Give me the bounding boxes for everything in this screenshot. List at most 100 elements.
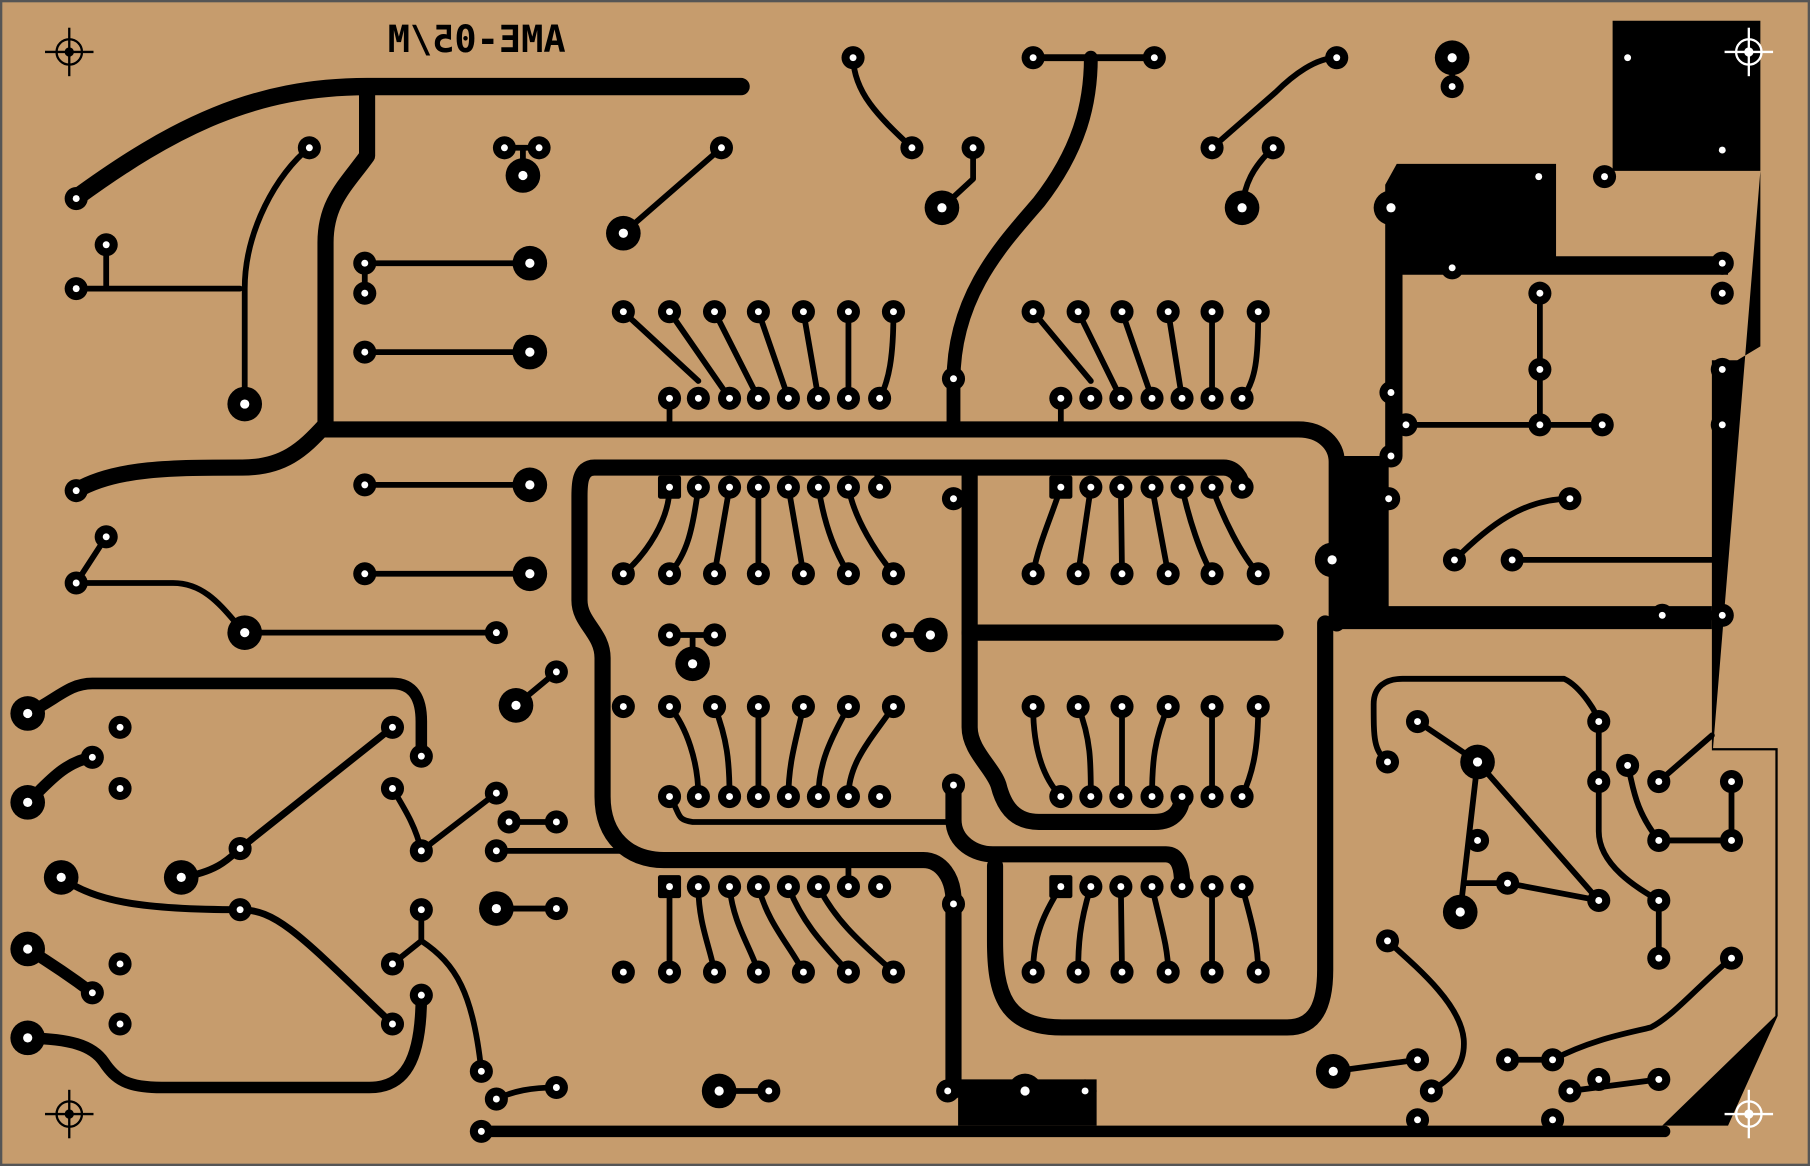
pad: [961, 136, 985, 160]
pad: [1375, 750, 1400, 774]
pad: [709, 136, 734, 160]
pad: [881, 300, 905, 324]
pad: [675, 646, 710, 682]
pad: [868, 386, 892, 410]
pad: [1170, 875, 1194, 899]
pad: [836, 475, 860, 499]
pad: [1442, 548, 1467, 572]
pad: [544, 660, 568, 684]
pad: [1066, 694, 1090, 719]
pad: [94, 525, 118, 549]
pad: [1377, 487, 1401, 511]
pad: [497, 810, 521, 834]
pad: [1719, 828, 1744, 852]
pad: [657, 562, 682, 586]
pad: [1405, 1108, 1430, 1132]
pad: [1710, 357, 1734, 381]
pad: [484, 781, 508, 805]
pad: [1110, 694, 1134, 719]
pad: [657, 475, 682, 499]
pad: [353, 281, 377, 305]
pad: [380, 715, 405, 739]
pad: [1021, 960, 1045, 984]
pad: [10, 1020, 46, 1056]
pad: [353, 562, 377, 586]
pad: [924, 190, 960, 226]
pad: [1440, 256, 1464, 280]
pad: [606, 215, 641, 251]
pad: [1587, 709, 1611, 734]
copper-traces: [21, 50, 1735, 1138]
pad: [746, 300, 770, 324]
pad: [1109, 785, 1133, 809]
pad: [941, 892, 966, 916]
pad: [1156, 300, 1180, 324]
pad: [611, 960, 635, 984]
pad: [702, 694, 727, 719]
pad: [380, 952, 405, 976]
pad: [1710, 603, 1734, 627]
pad: [1079, 475, 1103, 499]
pad: [702, 300, 727, 324]
pad: [1170, 386, 1194, 410]
pad: [791, 562, 815, 586]
pad: [1440, 75, 1464, 99]
pad: [746, 960, 770, 984]
pad: [936, 1079, 960, 1103]
pad: [657, 785, 682, 809]
pad: [1049, 386, 1073, 410]
pad: [657, 386, 682, 410]
pad: [686, 785, 710, 809]
pad: [1616, 753, 1640, 777]
pad: [80, 745, 104, 769]
pad: [1647, 770, 1671, 794]
pad: [228, 836, 252, 861]
pad: [1066, 300, 1090, 324]
pad: [868, 475, 892, 499]
pad: [1140, 785, 1164, 809]
pad: [841, 46, 865, 70]
pad: [1710, 281, 1734, 305]
pad: [1021, 300, 1045, 324]
pad: [1156, 960, 1180, 984]
pad: [228, 898, 252, 922]
pad: [776, 475, 800, 499]
pad: [1200, 386, 1224, 410]
pad: [657, 694, 682, 719]
pad: [1200, 875, 1224, 899]
pad: [806, 785, 830, 809]
pad: [611, 694, 635, 719]
pad: [1200, 694, 1224, 719]
pad: [776, 875, 800, 899]
pad: [686, 386, 710, 410]
pad: [1373, 190, 1409, 226]
pad: [1049, 875, 1073, 899]
pad: [1140, 475, 1164, 499]
pad: [1587, 888, 1611, 913]
pad: [1007, 1073, 1043, 1109]
pad: [1710, 138, 1734, 162]
pad: [1246, 300, 1270, 324]
pad: [836, 960, 860, 984]
pad: [1496, 1048, 1520, 1072]
pad: [64, 479, 88, 503]
pad: [1066, 562, 1090, 586]
pad: [64, 187, 88, 211]
pad: [776, 785, 800, 809]
pad: [1140, 386, 1164, 410]
pad: [1066, 960, 1090, 984]
pad: [94, 233, 118, 257]
pad: [657, 875, 682, 899]
pad: [1170, 475, 1194, 499]
pad: [686, 475, 710, 499]
pad: [746, 875, 770, 899]
pad: [492, 136, 516, 160]
pad: [941, 487, 966, 511]
pad: [1049, 475, 1073, 499]
pad: [1109, 386, 1133, 410]
pad: [10, 785, 46, 820]
pad: [657, 960, 682, 984]
pad: [1246, 960, 1270, 984]
board-title: AME-05/M: [388, 18, 566, 61]
pad: [1405, 1048, 1430, 1072]
